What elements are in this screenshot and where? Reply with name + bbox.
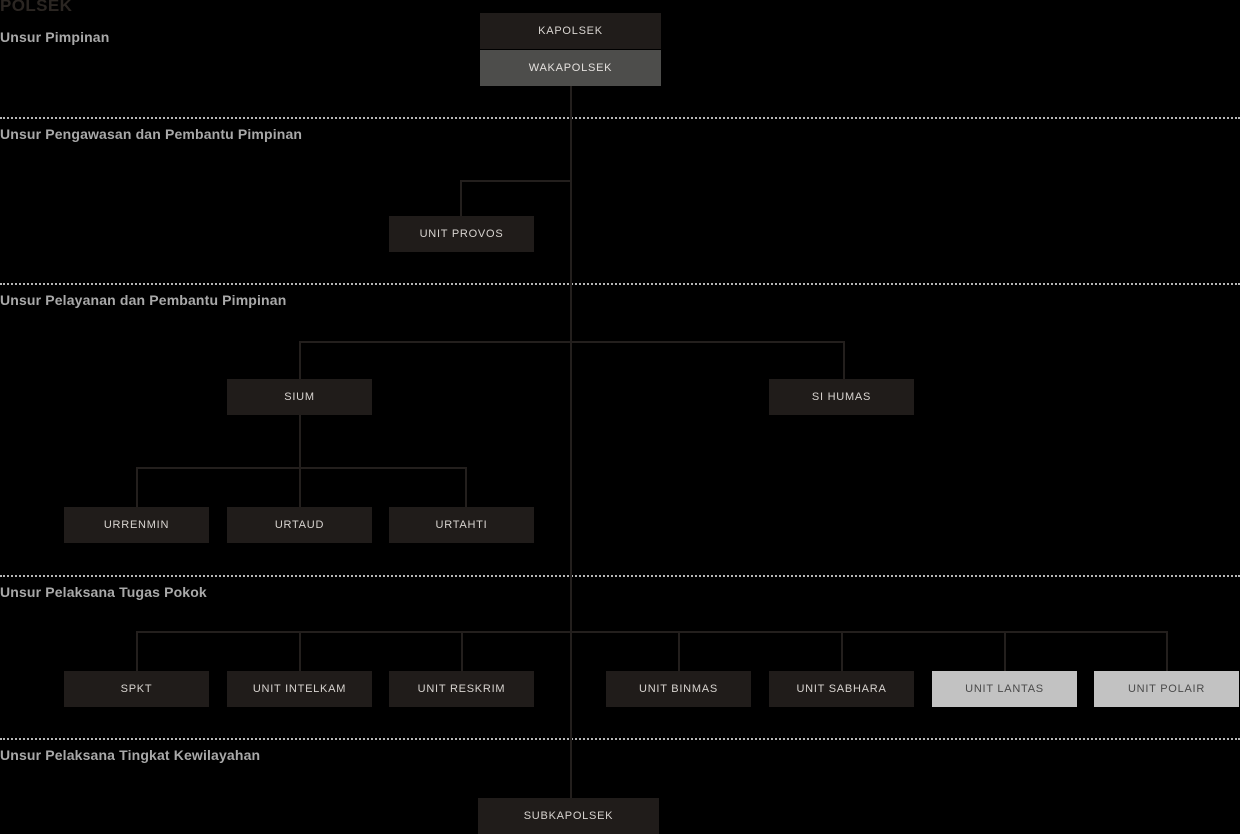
node-subkapolsek[interactable]: SUBKAPOLSEK xyxy=(478,798,659,834)
node-urtahti[interactable]: URTAHTI xyxy=(389,507,534,543)
section-divider-4 xyxy=(0,738,1240,740)
connector-ur-bar xyxy=(136,467,466,469)
node-unit-binmas[interactable]: UNIT BINMAS xyxy=(606,671,751,707)
node-urrenmin[interactable]: URRENMIN xyxy=(64,507,209,543)
connector-urrenmin-drop xyxy=(136,467,138,507)
connector-sium-drop xyxy=(299,341,301,379)
connector-provos-vertical xyxy=(460,180,462,217)
node-label: URRENMIN xyxy=(103,519,170,531)
connector-sabhara-drop xyxy=(841,631,843,671)
node-label: SIUM xyxy=(284,391,315,403)
connector-polair-drop xyxy=(1166,631,1168,671)
section-divider-2 xyxy=(0,283,1240,285)
section-divider-3 xyxy=(0,575,1240,577)
connector-sihumas-drop xyxy=(843,341,845,379)
node-label: SPKT xyxy=(120,683,153,695)
node-unit-lantas[interactable]: UNIT LANTAS xyxy=(932,671,1077,707)
node-label: SI HUMAS xyxy=(811,391,872,403)
node-wakapolsek[interactable]: WAKAPOLSEK xyxy=(480,50,661,86)
node-spkt[interactable]: SPKT xyxy=(64,671,209,707)
node-urtaud[interactable]: URTAUD xyxy=(227,507,372,543)
section-divider-1 xyxy=(0,117,1240,119)
node-unit-sabhara[interactable]: UNIT SABHARA xyxy=(769,671,914,707)
connector-urtaud-drop xyxy=(299,467,301,507)
node-sium[interactable]: SIUM xyxy=(227,379,372,415)
node-unit-provos[interactable]: UNIT PROVOS xyxy=(389,216,534,252)
connector-intelkam-drop xyxy=(299,631,301,671)
connector-main-spine xyxy=(570,86,572,800)
node-unit-intelkam[interactable]: UNIT INTELKAM xyxy=(227,671,372,707)
section-label-pengawasan: Unsur Pengawasan dan Pembantu Pimpinan xyxy=(0,126,303,142)
connector-pelaksana-bar xyxy=(136,631,1167,633)
node-label: SUBKAPOLSEK xyxy=(523,810,614,822)
node-unit-reskrim[interactable]: UNIT RESKRIM xyxy=(389,671,534,707)
node-unit-polair[interactable]: UNIT POLAIR xyxy=(1094,671,1239,707)
connector-urtahti-drop xyxy=(465,467,467,507)
node-label: UNIT POLAIR xyxy=(1127,683,1206,695)
node-label: UNIT BINMAS xyxy=(639,683,718,695)
page-title: POLSEK xyxy=(0,0,73,15)
connector-reskrim-drop xyxy=(461,631,463,671)
connector-sium-stem xyxy=(299,415,301,467)
node-label: UNIT SABHARA xyxy=(796,683,887,695)
section-label-pimpinan: Unsur Pimpinan xyxy=(0,29,110,45)
node-kapolsek[interactable]: KAPOLSEK xyxy=(480,13,661,49)
section-label-kewilayahan: Unsur Pelaksana Tingkat Kewilayahan xyxy=(0,747,261,763)
node-label: UNIT PROVOS xyxy=(419,228,504,240)
node-label: UNIT INTELKAM xyxy=(252,683,347,695)
node-label: URTAUD xyxy=(274,519,325,531)
node-label: WAKAPOLSEK xyxy=(528,62,613,74)
node-label: URTAHTI xyxy=(435,519,488,531)
node-label: UNIT RESKRIM xyxy=(417,683,506,695)
section-label-pelaksana: Unsur Pelaksana Tugas Pokok xyxy=(0,584,207,600)
connector-spkt-drop xyxy=(136,631,138,671)
node-label: UNIT LANTAS xyxy=(965,683,1044,695)
node-si-humas[interactable]: SI HUMAS xyxy=(769,379,914,415)
connector-pelayanan-bar xyxy=(299,341,845,343)
node-label: KAPOLSEK xyxy=(538,25,603,37)
connector-binmas-drop xyxy=(678,631,680,671)
connector-provos-horizontal xyxy=(460,180,571,182)
connector-lantas-drop xyxy=(1004,631,1006,671)
section-label-pelayanan: Unsur Pelayanan dan Pembantu Pimpinan xyxy=(0,292,287,308)
